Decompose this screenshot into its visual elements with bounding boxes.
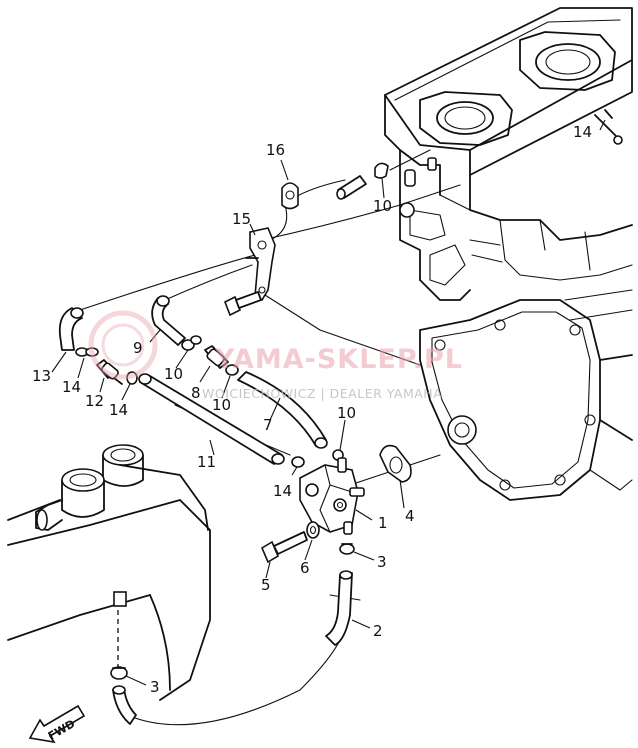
oil-pump-1 — [299, 457, 365, 535]
engine-block — [384, 7, 633, 321]
callout-label: 7 — [263, 416, 273, 434]
callout-label: 2 — [373, 622, 383, 640]
callout-label: 6 — [300, 559, 310, 577]
bracket-15 — [245, 227, 276, 302]
callout-label: 5 — [261, 576, 271, 594]
callout-label: 13 — [32, 367, 51, 385]
watermark: YAMA-SKLEP.PL WOJCIECHOWICZ | DEALER YAM… — [88, 310, 463, 401]
clip-14-lower — [126, 371, 138, 385]
callout-label: 8 — [191, 384, 201, 402]
callout-label: 4 — [405, 507, 415, 525]
callout-label: 12 — [85, 392, 104, 410]
callout-label: 15 — [232, 210, 251, 228]
callout-label: 10 — [212, 396, 231, 414]
clamp-3-upper — [339, 543, 355, 555]
watermark-tagline: WOJCIECHOWICZ | DEALER YAMAHA — [202, 386, 442, 401]
oil-tank — [7, 444, 211, 701]
hose-lower — [112, 685, 137, 725]
callout-label: 1 — [378, 514, 388, 532]
callout-label: 10 — [337, 404, 356, 422]
callout-label: 14 — [573, 123, 592, 141]
bolt-15 — [223, 291, 262, 317]
watermark-brand: YAMA-SKLEP.PL — [214, 344, 463, 375]
hose-short — [336, 175, 367, 200]
callout-label: 14 — [62, 378, 81, 396]
filter-8 — [204, 345, 229, 369]
watermark-logo — [88, 310, 158, 380]
washer-6 — [306, 521, 320, 539]
callout-label: 11 — [197, 453, 216, 471]
hose-11 — [138, 373, 285, 465]
clip-10-top — [374, 162, 389, 179]
filter-12 — [96, 359, 123, 385]
callout-label: 3 — [150, 678, 160, 696]
callout-label: 10 — [164, 365, 183, 383]
hose-2 — [325, 570, 353, 646]
clamp-16 — [281, 182, 299, 210]
callout-label: 10 — [373, 197, 392, 215]
callout-label: 14 — [109, 401, 128, 419]
hose-7 — [237, 371, 328, 449]
callout-label: 16 — [266, 141, 285, 159]
leader-lines — [51, 119, 606, 686]
callout-label: 3 — [377, 553, 387, 571]
fwd-arrow: FWD — [28, 704, 86, 744]
callouts: 1 2 3 3 4 5 6 7 8 9 10 10 10 10 11 12 13… — [32, 123, 592, 696]
hose-13 — [58, 307, 84, 351]
clamp-3-lower — [110, 666, 128, 680]
clip-10-right — [225, 364, 239, 376]
callout-label: 9 — [133, 339, 143, 357]
gasket-4 — [379, 444, 412, 483]
engine-cover — [419, 299, 633, 501]
clip-14-left — [75, 347, 99, 357]
clip-14-pump — [291, 456, 305, 468]
bolt-5 — [260, 531, 308, 564]
hose-9 — [151, 295, 186, 346]
callout-label: 14 — [273, 482, 292, 500]
